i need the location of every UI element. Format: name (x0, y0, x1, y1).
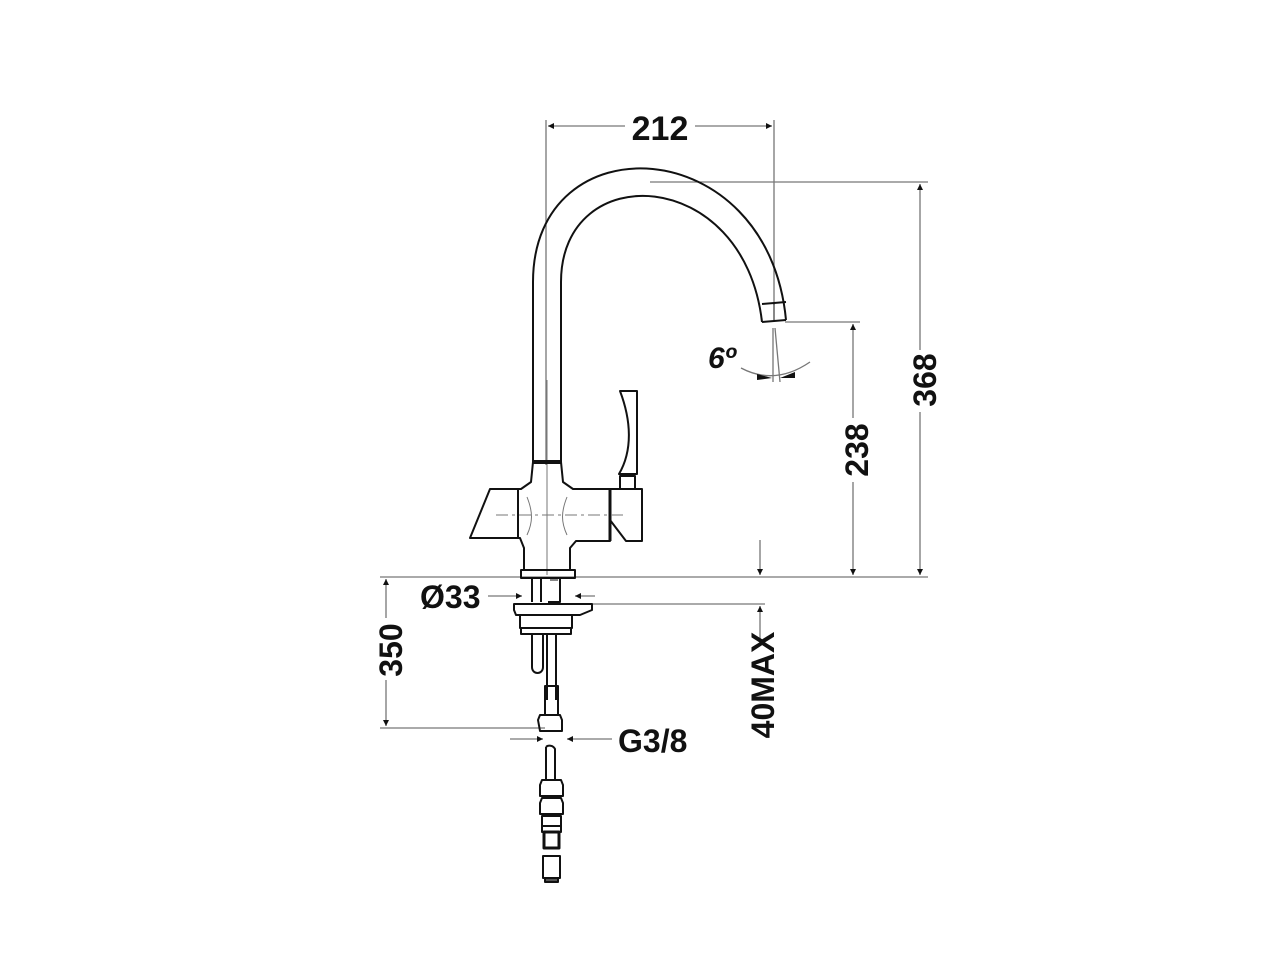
dimension-lines (380, 120, 928, 742)
dim-total-height: 368 (907, 353, 943, 406)
faucet-body (469, 167, 787, 883)
dim-connection-thread: G3/8 (618, 723, 687, 759)
dim-spout-angle: 6º (708, 342, 738, 375)
dimension-labels: 212 6º 368 238 Ø33 350 40MAX G3/8 (373, 110, 943, 759)
angle-arrows (757, 372, 795, 380)
dim-hose-length: 350 (373, 623, 409, 676)
dim-spout-reach: 212 (632, 110, 689, 148)
dim-base-diameter: Ø33 (420, 579, 480, 615)
dim-outlet-height: 238 (839, 423, 875, 476)
dim-deck-thickness: 40MAX (745, 631, 781, 738)
